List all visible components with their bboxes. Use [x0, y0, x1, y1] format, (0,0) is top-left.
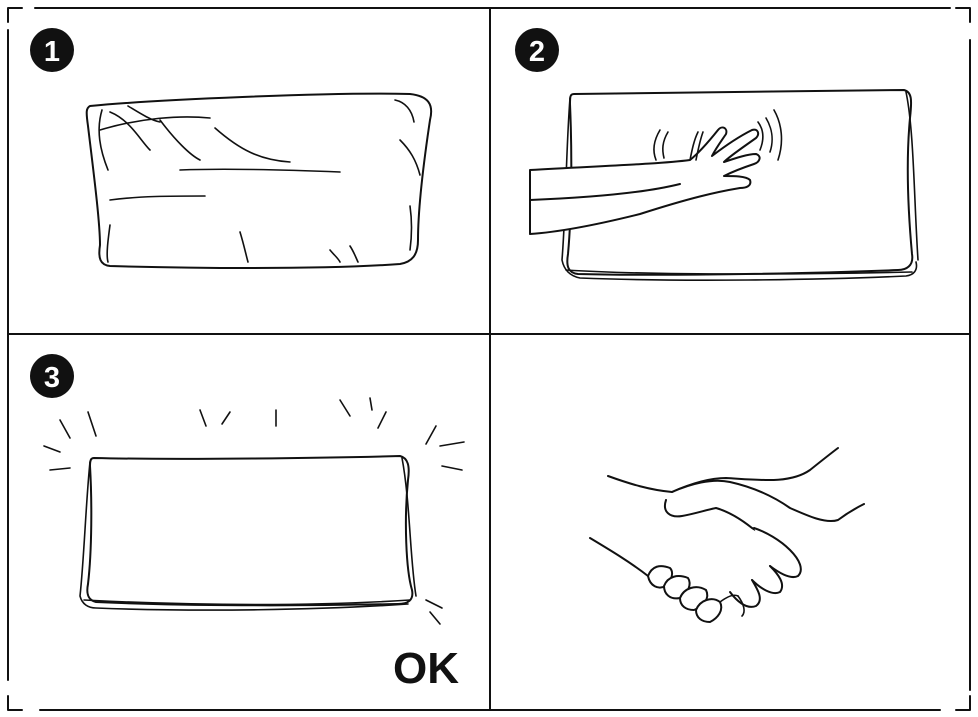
wrapped-pillow-illustration	[85, 92, 433, 269]
step-badge-1: 1	[30, 28, 74, 72]
panel-step-3: 3 OK	[30, 354, 465, 693]
handshake-illustration	[589, 447, 865, 623]
restored-pillow-illustration	[79, 455, 417, 611]
panel-dividers	[7, 7, 971, 711]
panel-step-1: 1	[30, 28, 433, 269]
step-number-2: 2	[529, 36, 545, 68]
panel-handshake	[589, 447, 865, 623]
ok-label: OK	[393, 644, 459, 693]
step-badge-3: 3	[30, 354, 74, 398]
step-number-1: 1	[44, 36, 60, 68]
sparkle-lines	[43, 397, 465, 625]
step-number-3: 3	[44, 362, 60, 394]
panel-step-2: 2	[515, 28, 919, 281]
step-badge-2: 2	[515, 28, 559, 72]
pressing-hand-illustration	[529, 109, 783, 235]
